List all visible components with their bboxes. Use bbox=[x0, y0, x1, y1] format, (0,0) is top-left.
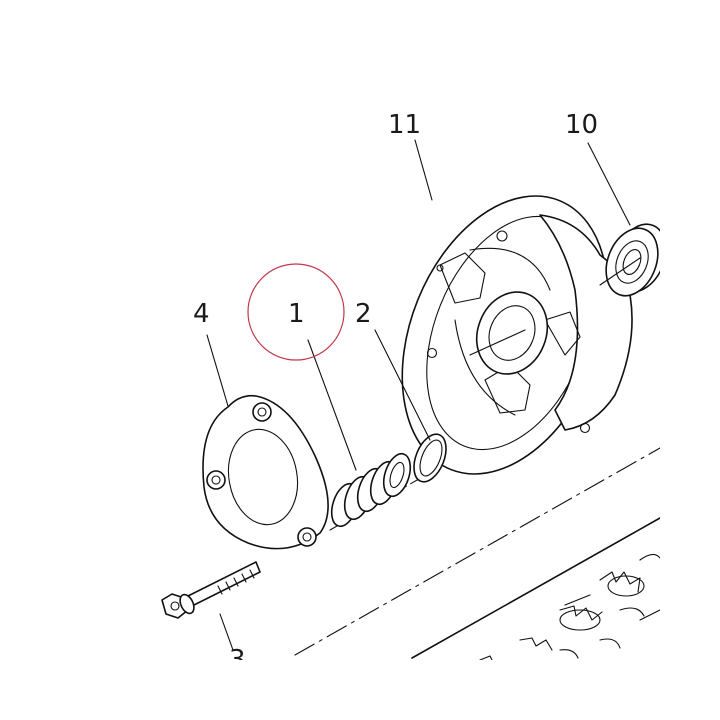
highlight-circle bbox=[247, 263, 345, 361]
callout-4: 4 bbox=[193, 299, 210, 329]
part-10-bearing bbox=[599, 223, 667, 297]
part-11-clutch-disc bbox=[401, 195, 633, 475]
callout-11: 11 bbox=[388, 110, 421, 140]
lower-housing-partial bbox=[411, 517, 661, 665]
callout-1: 1 bbox=[288, 299, 305, 329]
part-3-bolt bbox=[161, 561, 261, 619]
leader-lines bbox=[206, 139, 631, 651]
part-4-plate bbox=[202, 394, 329, 550]
callout-2: 2 bbox=[355, 299, 372, 329]
part-1-spring bbox=[330, 452, 412, 528]
callout-10: 10 bbox=[565, 110, 598, 140]
part-2-circlip bbox=[413, 433, 447, 483]
bottom-crop bbox=[0, 660, 720, 720]
right-crop bbox=[660, 0, 720, 720]
